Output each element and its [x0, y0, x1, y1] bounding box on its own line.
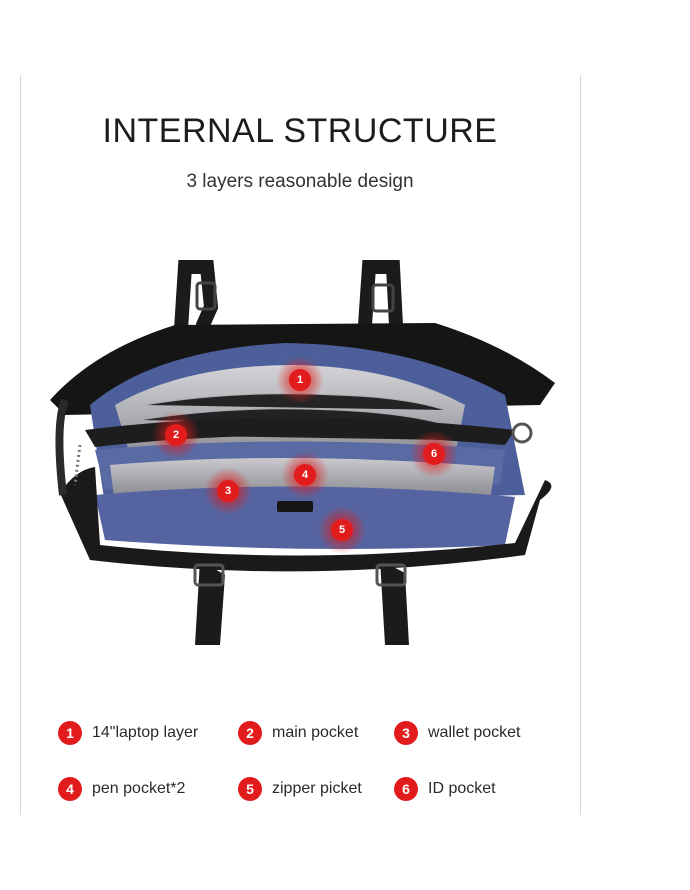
svg-text:1: 1 — [297, 374, 303, 386]
page-title: INTERNAL STRUCTURE — [102, 112, 498, 150]
legend-label: pen pocket*2 — [92, 780, 186, 797]
marker-2: 2 — [152, 411, 200, 459]
front-pocket-area — [95, 486, 515, 549]
frame-line-right — [580, 75, 581, 815]
legend-item-zipper-picket: 5 zipper picket — [238, 774, 362, 804]
legend-badge: 6 — [394, 777, 418, 801]
legend-item-wallet-pocket: 3 wallet pocket — [394, 718, 521, 748]
legend-item-laptop-layer: 1 14"laptop layer — [58, 718, 198, 748]
legend-badge: 5 — [238, 777, 262, 801]
svg-text:3: 3 — [225, 485, 231, 497]
legend-badge: 3 — [394, 721, 418, 745]
bag-illustration: 1 2 3 4 5 6 — [50, 260, 555, 645]
legend-item-id-pocket: 6 ID pocket — [394, 774, 496, 804]
legend-item-pen-pocket: 4 pen pocket*2 — [58, 774, 185, 804]
bottom-handles — [193, 560, 409, 645]
legend-label: ID pocket — [428, 780, 496, 797]
marker-3: 3 — [204, 467, 252, 515]
marker-6: 6 — [410, 430, 458, 478]
side-ring — [511, 422, 533, 444]
marker-4: 4 — [281, 451, 329, 499]
frame-line-left — [20, 75, 21, 815]
legend-badge: 1 — [58, 721, 82, 745]
legend-label: zipper picket — [272, 780, 362, 797]
legend-badge: 2 — [238, 721, 262, 745]
svg-text:5: 5 — [339, 524, 345, 536]
svg-text:2: 2 — [173, 429, 179, 441]
page-subtitle: 3 layers reasonable design — [186, 171, 414, 192]
side-zipper — [73, 444, 82, 486]
top-handles — [173, 260, 404, 352]
bag-front-wall — [60, 467, 552, 572]
legend-label: 14"laptop layer — [92, 724, 199, 741]
marker-1: 1 — [276, 356, 324, 404]
legend-badge: 4 — [58, 777, 82, 801]
zipper-pull — [277, 501, 313, 512]
legend-label: wallet pocket — [428, 724, 521, 741]
legend-item-main-pocket: 2 main pocket — [238, 718, 358, 748]
svg-text:4: 4 — [302, 469, 309, 481]
marker-5: 5 — [318, 506, 366, 554]
legend-label: main pocket — [272, 724, 359, 741]
svg-text:6: 6 — [431, 448, 437, 460]
